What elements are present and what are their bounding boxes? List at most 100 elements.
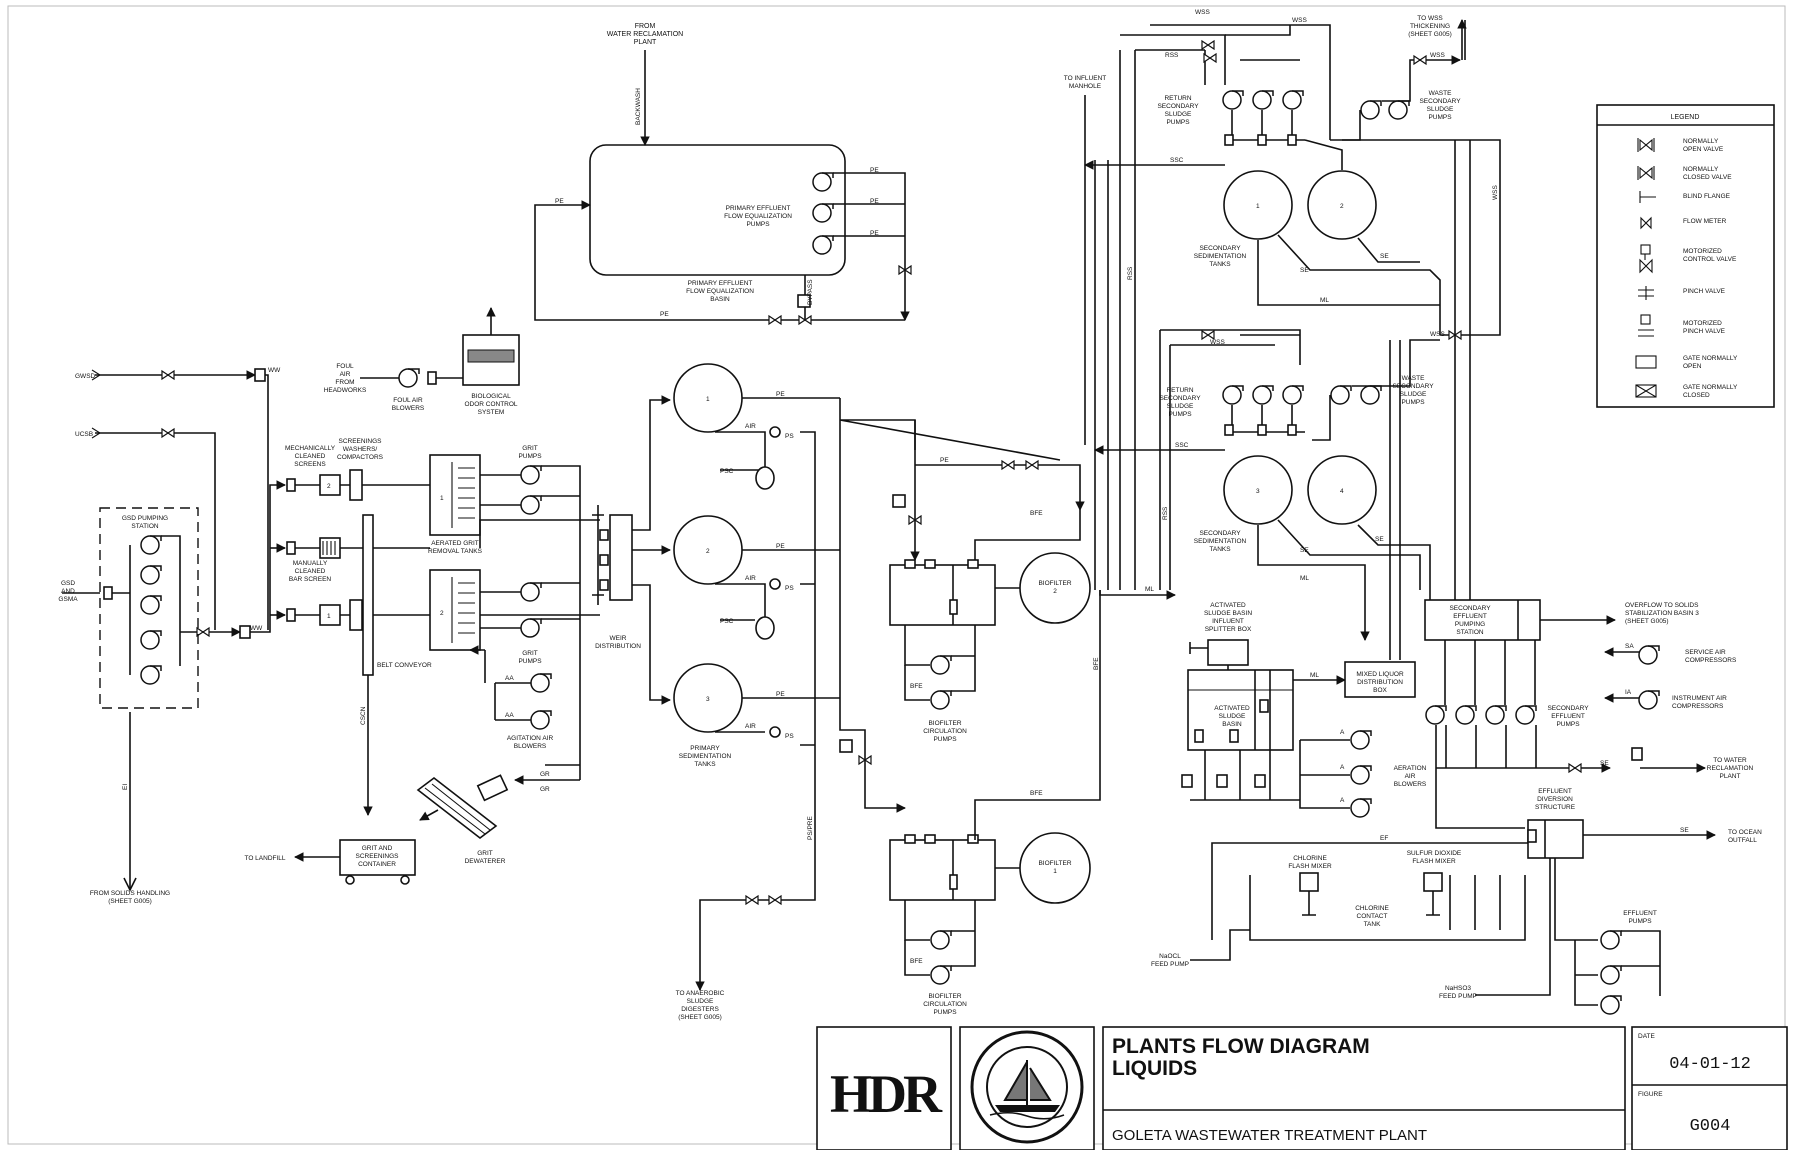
- goleta-sanitary-district-seal: [970, 1030, 1084, 1144]
- svg-text:2: 2: [1340, 203, 1344, 210]
- svg-text:2: 2: [327, 483, 331, 490]
- svg-text:2: 2: [706, 548, 710, 555]
- normally-open-valve-icon: [1637, 138, 1655, 152]
- legend-item-label: BLIND FLANGE: [1683, 193, 1731, 200]
- pe-label-8: PE: [776, 691, 785, 698]
- grit-dewaterer: [416, 774, 509, 840]
- motorized-control-valve-icon: [1639, 244, 1653, 274]
- psc-label-2: PSC: [720, 618, 734, 625]
- se-label-1: SE: [1300, 267, 1309, 274]
- pinch-valve-icon: [1638, 286, 1654, 300]
- chlorine-contact-tank: [1190, 819, 1716, 1015]
- bfe-label-3: BFE: [910, 683, 923, 690]
- ssc-label-1: SSC: [1170, 157, 1184, 164]
- normally-closed-valve-icon: [1637, 166, 1655, 180]
- pe-label-5: PE: [660, 311, 669, 318]
- ml-label-1: ML: [1145, 586, 1154, 593]
- grit-screenings-container: [294, 839, 416, 885]
- gate-normally-open-icon: [1635, 355, 1657, 369]
- ml-label-2: ML: [1320, 297, 1329, 304]
- svg-text:3: 3: [706, 696, 710, 703]
- se-label-5: SE: [1600, 760, 1609, 767]
- pe-label-9: PE: [940, 457, 949, 464]
- headworks-screens: 2 1: [286, 469, 430, 816]
- svg-text:3: 3: [1256, 488, 1260, 495]
- pe-label-6: PE: [776, 391, 785, 398]
- rss-label-1: RSS: [1165, 52, 1179, 59]
- ef-label: EF: [1380, 835, 1388, 842]
- air-label-1: AIR: [745, 423, 756, 430]
- backwash-label: BACKWASH: [635, 88, 642, 125]
- pe-label-2: PE: [870, 198, 879, 205]
- biofilters: [839, 419, 1101, 985]
- wss-label-6: WSS: [1430, 331, 1445, 338]
- se-label-2: SE: [1380, 253, 1389, 260]
- se-label-4: SE: [1375, 536, 1384, 543]
- aerated-grit-tanks: 1 2: [429, 454, 600, 785]
- wss-label-1: WSS: [1195, 9, 1210, 16]
- title-line-1: PLANTS FLOW DIAGRAM: [1112, 1035, 1370, 1058]
- air-label-2: AIR: [745, 575, 756, 582]
- ml-label-4: ML: [1310, 672, 1319, 679]
- secondary-clarifiers-12: 1 2: [1084, 19, 1501, 590]
- from-solids-label: FROM SOLIDS HANDLING(SHEET G005): [90, 890, 170, 905]
- weir-distribution: [592, 395, 671, 705]
- ml-header: [1099, 590, 1176, 600]
- bypass-label: BYPASS: [807, 279, 814, 305]
- psc-label-1: PSC: [720, 468, 734, 475]
- rss-label-2: RSS: [1127, 266, 1134, 280]
- ucsb-label: UCSB: [75, 431, 93, 438]
- se-label-6: SE: [1680, 827, 1689, 834]
- bfe-label-4: BFE: [910, 958, 923, 965]
- pe-label-1: PE: [870, 167, 879, 174]
- legend-box: [1596, 104, 1775, 408]
- ucsb-arrow-icon: [91, 427, 102, 439]
- ia-label: IA: [1625, 689, 1632, 696]
- legend-title: LEGEND: [1671, 114, 1700, 121]
- air-label-3: AIR: [745, 723, 756, 730]
- cscn-label: CSCN: [360, 706, 367, 725]
- wss-label-2: WSS: [1292, 17, 1307, 24]
- title-line-2: LIQUIDS: [1112, 1057, 1197, 1080]
- gr-label-1: GR: [540, 771, 550, 778]
- wss-label-4: WSS: [1492, 185, 1499, 200]
- ei-label: EI: [122, 784, 129, 790]
